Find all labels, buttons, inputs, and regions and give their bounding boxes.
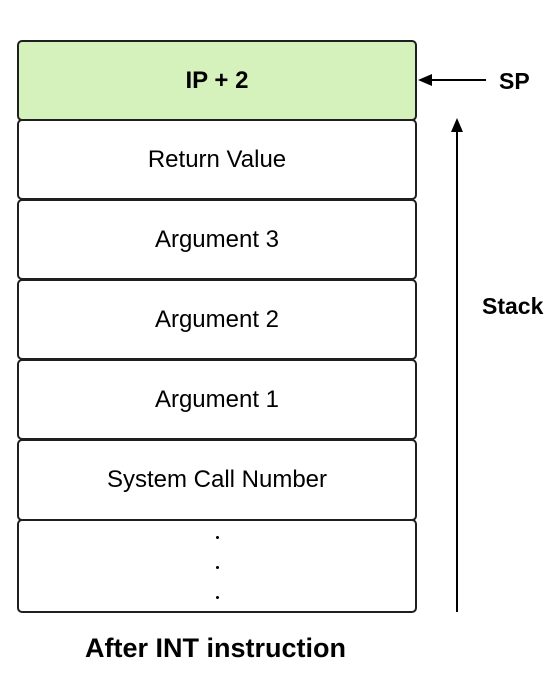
stack-cell-argument-2: Argument 2 bbox=[17, 279, 417, 360]
stack-cell-label: Argument 2 bbox=[154, 305, 280, 333]
ellipsis-dot bbox=[216, 566, 219, 569]
stack-label: Stack bbox=[482, 293, 544, 319]
stack-cell-label: Argument 3 bbox=[154, 225, 280, 253]
stack-cell-ip-plus-2: IP + 2 bbox=[17, 40, 417, 121]
stack-cell-label: Argument 1 bbox=[154, 385, 280, 413]
stack-cell-label: Return Value bbox=[147, 145, 287, 173]
stack-cell-label: System Call Number bbox=[106, 466, 328, 493]
stack-cell-argument-1: Argument 1 bbox=[17, 359, 417, 440]
stack-cell-argument-3: Argument 3 bbox=[17, 199, 417, 280]
stack-cell-label: IP + 2 bbox=[185, 66, 249, 94]
stack-cell-return-value: Return Value bbox=[17, 119, 417, 200]
stack-cell-system-call-number: System Call Number bbox=[17, 439, 417, 521]
ellipsis-dot bbox=[216, 596, 219, 599]
ellipsis-dot bbox=[216, 536, 219, 539]
stack-continuation-cell bbox=[17, 519, 417, 613]
sp-arrow-icon bbox=[418, 74, 486, 86]
sp-label: SP bbox=[499, 68, 530, 94]
diagram-caption: After INT instruction bbox=[85, 633, 346, 663]
stack-growth-arrow-icon bbox=[451, 118, 463, 612]
